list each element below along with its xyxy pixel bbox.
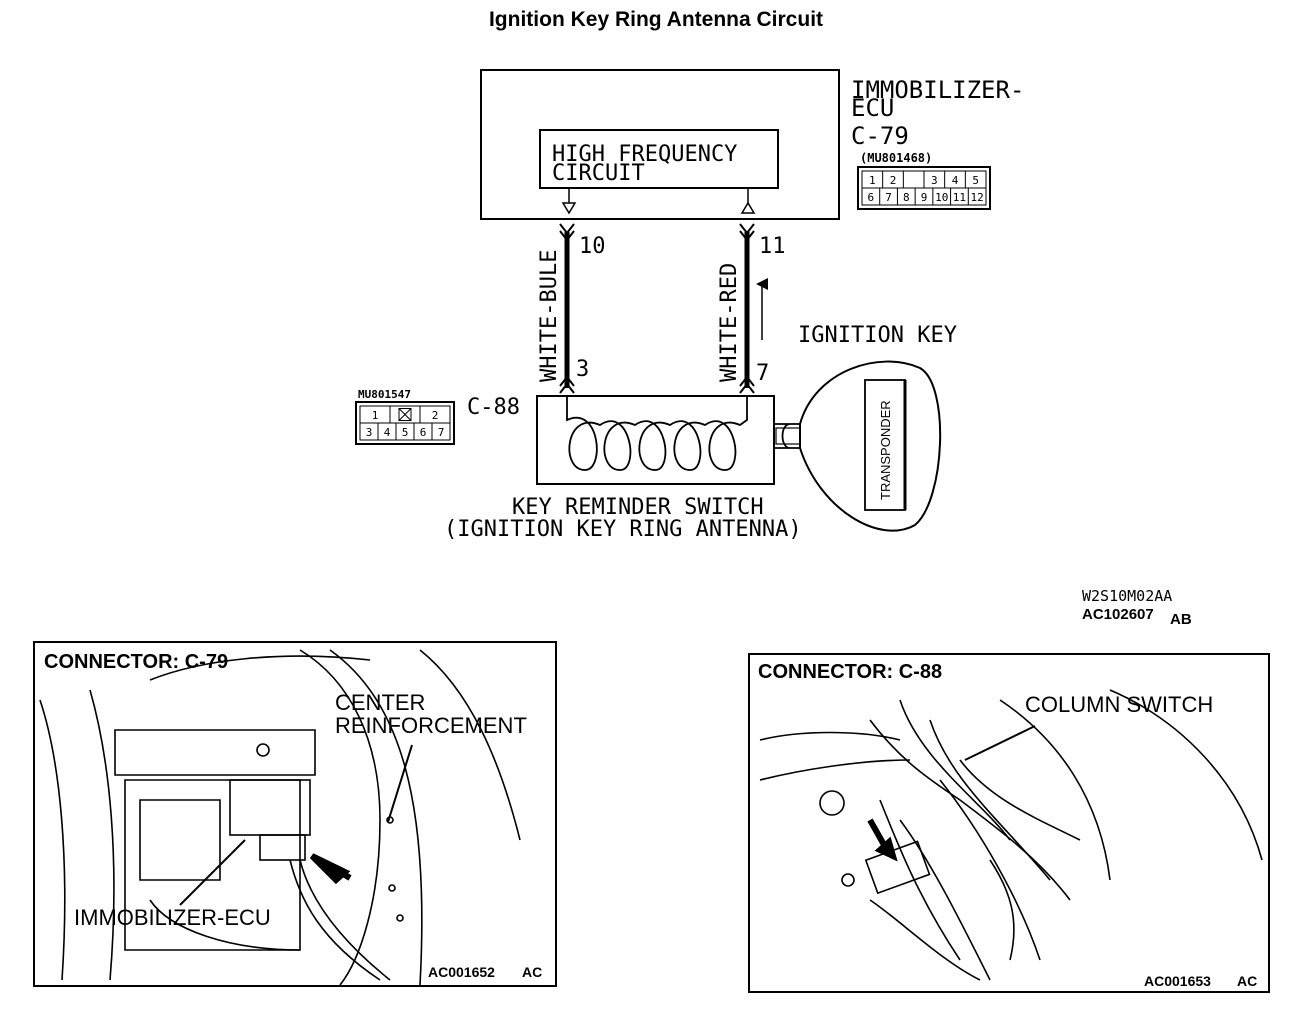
connector-pin: 7 bbox=[438, 426, 445, 439]
switch-label-line1: KEY REMINDER SWITCH bbox=[512, 495, 764, 520]
pin-right-top: 11 bbox=[759, 234, 786, 259]
ignition-key-icon bbox=[774, 360, 942, 532]
connector-c88-panel bbox=[748, 653, 1270, 993]
connector-pin: 5 bbox=[402, 426, 409, 439]
connector-pin: 1 bbox=[372, 409, 379, 422]
transponder-label: TRANSPONDER bbox=[878, 400, 893, 500]
connector-pin: 7 bbox=[885, 191, 892, 204]
connector-c79-arrow-icon bbox=[309, 853, 352, 885]
diagram-title: Ignition Key Ring Antenna Circuit bbox=[488, 8, 824, 31]
pin-right-bottom: 7 bbox=[756, 361, 769, 386]
switch-connector-id: C-88 bbox=[467, 395, 520, 420]
connector-pin: 2 bbox=[432, 409, 439, 422]
switch-part-number: MU801547 bbox=[358, 388, 411, 401]
connector-pin: 3 bbox=[931, 174, 938, 187]
figure-code-1: W2S10M02AA bbox=[1082, 587, 1172, 605]
panel-right-label-column: COLUMN SWITCH bbox=[1025, 692, 1213, 717]
blank-pin-icon bbox=[398, 408, 412, 421]
key-reminder-switch-box bbox=[536, 395, 775, 485]
figure-code-2: AC102607 bbox=[1082, 606, 1154, 623]
connector-pin: 5 bbox=[972, 174, 979, 187]
ecu-box bbox=[480, 69, 840, 220]
panel-left-label-center-2: REINFORCEMENT bbox=[335, 713, 527, 738]
ecu-part-number: (MU801468) bbox=[860, 151, 932, 165]
ecu-name-line1: IMMOBILIZER- bbox=[851, 76, 1024, 104]
connector-pin: 3 bbox=[366, 426, 373, 439]
antenna-coil-icon bbox=[566, 396, 748, 471]
panel-left-heading: CONNECTOR: C-79 bbox=[44, 651, 228, 673]
pin-left-top: 10 bbox=[579, 234, 606, 259]
wire-right-color: WHITE-RED bbox=[717, 263, 742, 382]
connector-pin: 6 bbox=[420, 426, 427, 439]
wire-left-color: WHITE-BULE bbox=[537, 250, 562, 382]
panel-left-label-center-1: CENTER bbox=[335, 690, 425, 715]
high-frequency-label-line2: CIRCUIT bbox=[552, 161, 645, 186]
connector-pin: 4 bbox=[952, 174, 959, 187]
panel-left-code-suffix: AC bbox=[522, 964, 542, 980]
connector-pin: 9 bbox=[921, 191, 928, 204]
panel-left-label-ecu: IMMOBILIZER-ECU bbox=[74, 905, 271, 930]
high-frequency-circuit-box bbox=[539, 129, 779, 189]
high-frequency-label-line1: HIGH FREQUENCY bbox=[552, 142, 737, 167]
connector-pin: 2 bbox=[890, 174, 897, 187]
connector-pin: 12 bbox=[971, 191, 984, 204]
connector-pin: 8 bbox=[903, 191, 910, 204]
connector-pin: 10 bbox=[935, 191, 948, 204]
figure-code-2-suffix: AB bbox=[1170, 611, 1192, 628]
connector-pin: 11 bbox=[953, 191, 966, 204]
panel-right-heading: CONNECTOR: C-88 bbox=[758, 661, 942, 683]
ignition-key-label: IGNITION KEY bbox=[798, 323, 957, 348]
output-terminal-icon bbox=[561, 202, 577, 215]
connector-pin: 4 bbox=[384, 426, 391, 439]
panel-right-code-suffix: AC bbox=[1237, 973, 1257, 989]
connector-pin: 1 bbox=[869, 174, 876, 187]
ecu-connector-id: C-79 bbox=[851, 122, 909, 150]
input-terminal-icon bbox=[740, 201, 756, 214]
connector-c79-panel bbox=[33, 641, 557, 987]
ecu-name-line2: ECU bbox=[851, 94, 894, 122]
panel-left-code: AC001652 bbox=[428, 964, 495, 980]
pin-left-bottom: 3 bbox=[576, 357, 589, 382]
connector-c88-arrow-icon bbox=[867, 818, 898, 862]
connector-pin: 6 bbox=[868, 191, 875, 204]
panel-right-code: AC001653 bbox=[1144, 973, 1211, 989]
switch-label-line2: (IGNITION KEY RING ANTENNA) bbox=[444, 517, 802, 542]
